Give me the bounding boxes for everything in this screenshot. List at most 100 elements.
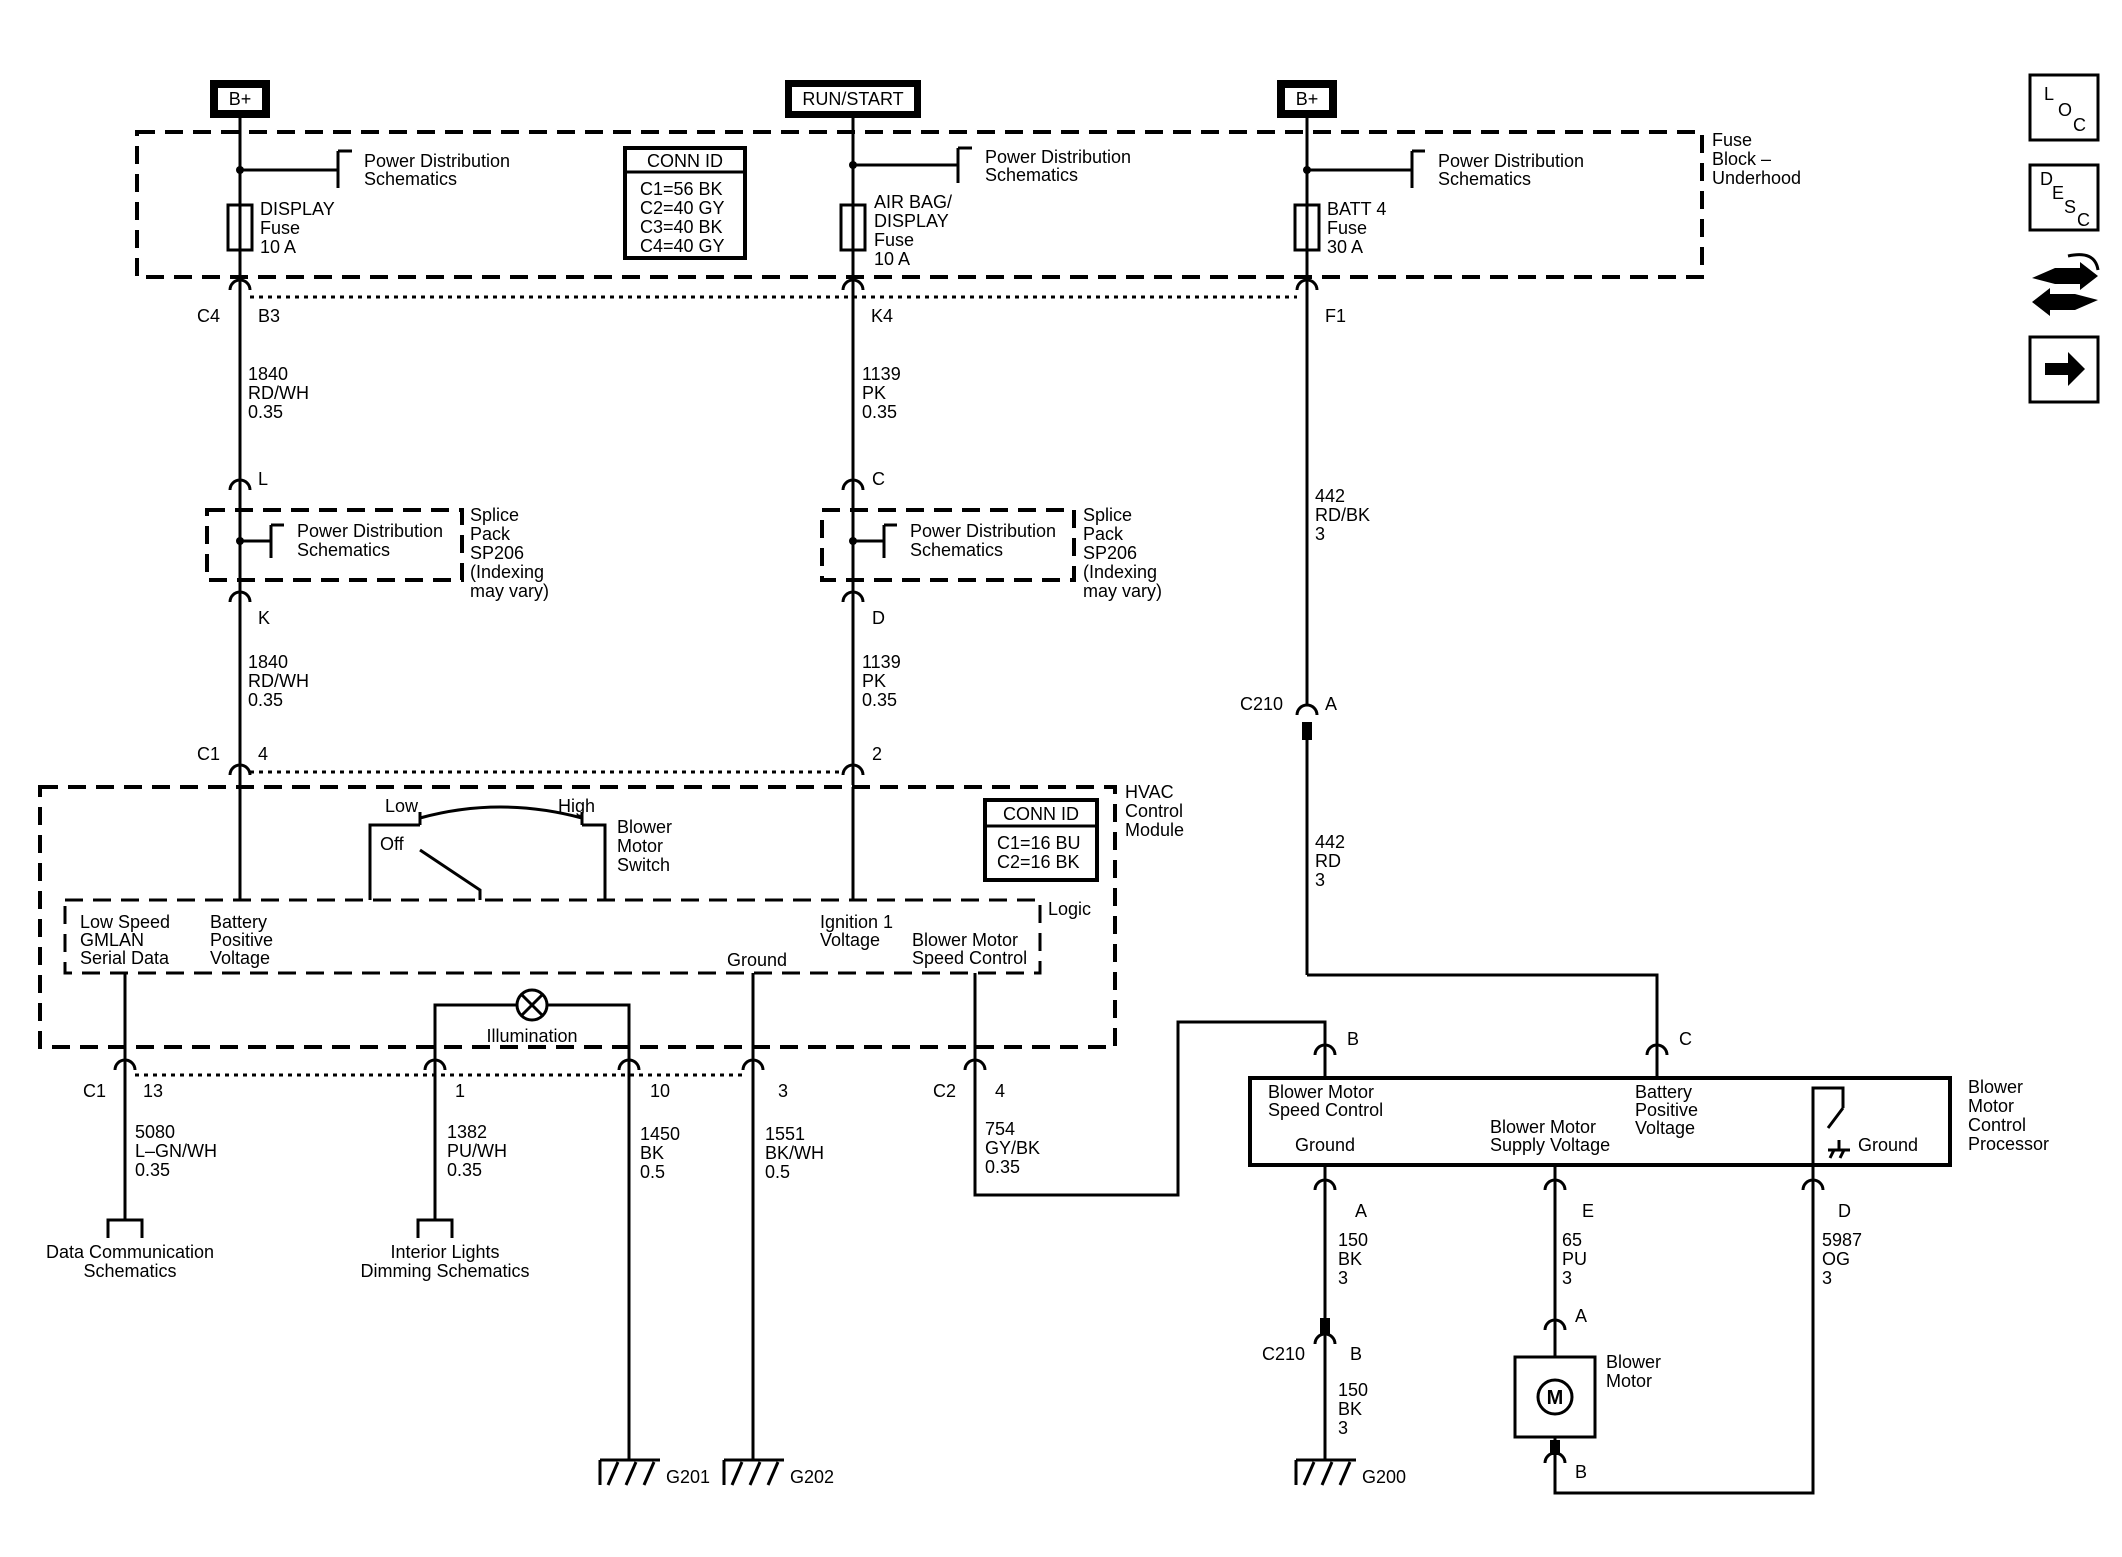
svg-text:10 A: 10 A xyxy=(874,249,910,269)
svg-text:CONN ID: CONN ID xyxy=(647,151,723,171)
svg-text:3: 3 xyxy=(1338,1268,1348,1288)
svg-text:E: E xyxy=(1582,1201,1594,1221)
svg-text:1551: 1551 xyxy=(765,1124,805,1144)
svg-text:C1: C1 xyxy=(83,1081,106,1101)
svg-text:Power Distribution: Power Distribution xyxy=(364,151,510,171)
svg-text:Pack: Pack xyxy=(1083,524,1124,544)
svg-text:754: 754 xyxy=(985,1119,1015,1139)
svg-text:0.35: 0.35 xyxy=(447,1160,482,1180)
svg-text:Processor: Processor xyxy=(1968,1134,2049,1154)
svg-text:C4=40 GY: C4=40 GY xyxy=(640,236,725,256)
fuse-block-conn-id: CONN ID C1=56 BK C2=40 GY C3=40 BK C4=40… xyxy=(623,146,747,260)
wire-label-5080: 5080 L–GN/WH 0.35 xyxy=(135,1122,217,1180)
svg-text:PK: PK xyxy=(862,671,886,691)
splice-pack-2-name: Splice Pack SP206 (Indexing may vary) xyxy=(1083,505,1162,601)
svg-text:Positive: Positive xyxy=(1635,1100,1698,1120)
svg-text:B: B xyxy=(1575,1462,1587,1482)
svg-text:Speed Control: Speed Control xyxy=(1268,1100,1383,1120)
connector-c4-b3: C4 B3 xyxy=(197,278,280,326)
blower-motor-switch: Low High Off Blower Motor Switch xyxy=(238,787,855,900)
svg-text:Ground: Ground xyxy=(1295,1135,1355,1155)
svg-text:C210: C210 xyxy=(1240,694,1283,714)
svg-text:Blower: Blower xyxy=(1606,1352,1661,1372)
source-b-plus-right: B+ xyxy=(1277,80,1337,118)
hvac-bottom-connectors: C1 13 1 10 3 C2 4 xyxy=(83,1058,1005,1101)
splice-connector-d: D xyxy=(841,590,885,628)
svg-text:OG: OG xyxy=(1822,1249,1850,1269)
svg-text:Module: Module xyxy=(1125,820,1184,840)
svg-text:DISPLAY: DISPLAY xyxy=(260,199,335,219)
svg-text:Off: Off xyxy=(380,834,405,854)
svg-text:SP206: SP206 xyxy=(470,543,524,563)
svg-text:150: 150 xyxy=(1338,1380,1368,1400)
svg-text:D: D xyxy=(2040,169,2053,189)
connector-end-view-icon[interactable] xyxy=(2032,253,2100,316)
svg-text:BK/WH: BK/WH xyxy=(765,1143,824,1163)
processor-bottom-connectors: A E D xyxy=(1313,1165,1851,1221)
svg-text:C210: C210 xyxy=(1262,1344,1305,1364)
svg-text:Schematics: Schematics xyxy=(985,165,1078,185)
svg-text:0.35: 0.35 xyxy=(862,402,897,422)
svg-text:Voltage: Voltage xyxy=(820,930,880,950)
wire-label-150-a: 150 BK 3 xyxy=(1338,1230,1368,1288)
wire-label-754: 754 GY/BK 0.35 xyxy=(985,1119,1040,1177)
svg-text:Dimming Schematics: Dimming Schematics xyxy=(360,1261,529,1281)
svg-text:1840: 1840 xyxy=(248,652,288,672)
svg-text:G200: G200 xyxy=(1362,1467,1406,1487)
svg-text:B: B xyxy=(1350,1344,1362,1364)
svg-text:1139: 1139 xyxy=(862,364,901,384)
svg-text:0.35: 0.35 xyxy=(862,690,897,710)
svg-text:A: A xyxy=(1325,694,1337,714)
connector-k4: K4 xyxy=(841,278,893,326)
splice-pack-1-name: Splice Pack SP206 (Indexing may vary) xyxy=(470,505,549,601)
svg-text:(Indexing: (Indexing xyxy=(470,562,544,582)
svg-text:Blower: Blower xyxy=(617,817,672,837)
svg-text:Low Speed: Low Speed xyxy=(80,912,170,932)
splice-connector-k: K xyxy=(228,590,270,628)
svg-text:Serial Data: Serial Data xyxy=(80,948,170,968)
svg-text:C2: C2 xyxy=(933,1081,956,1101)
svg-text:Data Communication: Data Communication xyxy=(46,1242,214,1262)
svg-text:1450: 1450 xyxy=(640,1124,680,1144)
fuse-airbag-display: AIR BAG/ DISPLAY Fuse 10 A xyxy=(839,192,952,269)
svg-text:A: A xyxy=(1355,1201,1367,1221)
svg-text:M: M xyxy=(1547,1387,1564,1409)
svg-text:0.35: 0.35 xyxy=(135,1160,170,1180)
svg-text:C: C xyxy=(2073,115,2086,135)
svg-text:AIR BAG/: AIR BAG/ xyxy=(874,192,952,212)
svg-text:0.35: 0.35 xyxy=(248,690,283,710)
location-icon[interactable]: L O C xyxy=(2028,73,2100,142)
next-arrow-icon[interactable] xyxy=(2028,335,2100,404)
description-icon[interactable]: D E S C xyxy=(2028,163,2100,232)
wire-label-1840-b: 1840 RD/WH 0.35 xyxy=(248,652,309,710)
svg-text:Blower Motor: Blower Motor xyxy=(1490,1117,1596,1137)
data-communication-ref: Data Communication Schematics xyxy=(46,1218,214,1281)
svg-text:Fuse: Fuse xyxy=(1327,218,1367,238)
svg-text:Illumination: Illumination xyxy=(486,1026,577,1046)
svg-text:10 A: 10 A xyxy=(260,237,296,257)
svg-text:S: S xyxy=(2064,197,2076,217)
svg-text:5987: 5987 xyxy=(1822,1230,1862,1250)
svg-text:Splice: Splice xyxy=(470,505,519,525)
processor-name: Blower Motor Control Processor xyxy=(1968,1077,2049,1154)
connector-c210-b: C210 B xyxy=(1262,1318,1362,1364)
svg-text:PU/WH: PU/WH xyxy=(447,1141,507,1161)
svg-text:1139: 1139 xyxy=(862,652,901,672)
svg-text:Control: Control xyxy=(1968,1115,2026,1135)
svg-text:C1: C1 xyxy=(197,744,220,764)
svg-text:3: 3 xyxy=(1315,524,1325,544)
svg-text:5080: 5080 xyxy=(135,1122,175,1142)
svg-text:Block –: Block – xyxy=(1712,149,1771,169)
svg-text:150: 150 xyxy=(1338,1230,1368,1250)
svg-text:GMLAN: GMLAN xyxy=(80,930,144,950)
svg-text:B3: B3 xyxy=(258,306,280,326)
wire-label-65: 65 PU 3 xyxy=(1562,1230,1587,1288)
connector-f1: F1 xyxy=(1295,278,1346,326)
svg-text:Ground: Ground xyxy=(1858,1135,1918,1155)
svg-text:1840: 1840 xyxy=(248,364,288,384)
svg-text:Underhood: Underhood xyxy=(1712,168,1801,188)
svg-text:C: C xyxy=(1679,1029,1692,1049)
ground-g201: G201 xyxy=(598,1458,710,1487)
connector-c210-a: C210 A xyxy=(1240,694,1337,740)
